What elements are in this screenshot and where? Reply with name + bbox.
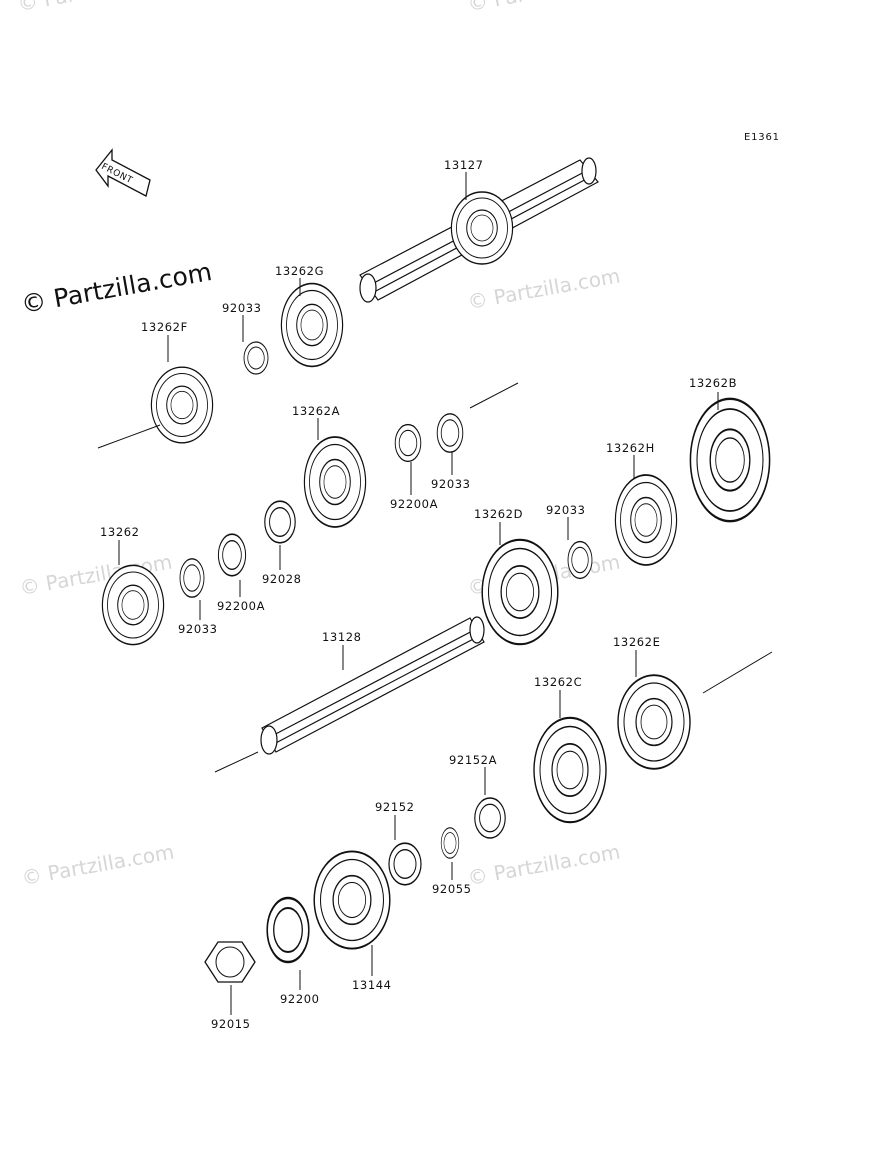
part-label-92152A[interactable]: 92152A: [449, 753, 498, 767]
circlip-92033-right: [567, 540, 593, 580]
part-label-13262C[interactable]: 13262C: [534, 675, 583, 689]
part-label-13262H[interactable]: 13262H: [606, 441, 655, 455]
collar-92152: [388, 842, 422, 886]
part-label-92033[interactable]: 92033: [431, 477, 471, 491]
part-label-92033[interactable]: 92033: [546, 503, 586, 517]
bearing-92028: [264, 500, 296, 544]
collar-92152A: [474, 797, 506, 839]
diagram-code: E1361: [744, 132, 780, 143]
nut-92015: [204, 941, 256, 983]
oring-92055: [440, 827, 460, 859]
gear-13262A: [303, 436, 367, 528]
shaft-13128: [260, 616, 485, 755]
part-label-13262B[interactable]: 13262B: [689, 376, 738, 390]
gear-13262D: [481, 538, 559, 646]
gear-13262: [101, 564, 165, 646]
gear-13127: [450, 191, 514, 265]
washer-92200A-top: [394, 423, 422, 463]
washer-92200A-low: [217, 533, 247, 577]
part-label-13262E[interactable]: 13262E: [613, 635, 661, 649]
washer-92200: [266, 896, 310, 964]
gear-13262H: [614, 474, 678, 566]
part-label-92033[interactable]: 92033: [178, 622, 218, 636]
part-label-13262D[interactable]: 13262D: [474, 507, 524, 521]
gear-13262F: [150, 366, 214, 444]
part-label-92015[interactable]: 92015: [211, 1017, 251, 1031]
gear-13262C: [532, 716, 608, 824]
circlip-92033-top: [243, 341, 269, 375]
part-label-13262A[interactable]: 13262A: [292, 404, 341, 418]
circlip-92033-mid: [436, 413, 464, 453]
part-label-92200[interactable]: 92200: [280, 992, 320, 1006]
sprocket-13144: [313, 850, 391, 950]
part-label-13262F[interactable]: 13262F: [141, 320, 188, 334]
part-label-92055[interactable]: 92055: [432, 882, 472, 896]
gear-13262G: [280, 282, 344, 368]
part-label-13262[interactable]: 13262: [100, 525, 140, 539]
part-label-13262G[interactable]: 13262G: [275, 264, 325, 278]
part-label-92200A[interactable]: 92200A: [390, 497, 439, 511]
circlip-92033-low: [179, 558, 205, 598]
part-label-13144[interactable]: 13144: [352, 978, 392, 992]
gear-13262B: [689, 397, 771, 523]
front-arrow-icon: [95, 148, 151, 197]
part-label-92028[interactable]: 92028: [262, 572, 302, 586]
gear-13262E: [617, 674, 691, 770]
leader-lines: [118, 172, 719, 1015]
part-label-92200A[interactable]: 92200A: [217, 599, 266, 613]
part-label-92152[interactable]: 92152: [375, 800, 415, 814]
part-label-13128[interactable]: 13128: [322, 630, 362, 644]
part-label-92033[interactable]: 92033: [222, 301, 262, 315]
part-label-13127[interactable]: 13127: [444, 158, 484, 172]
